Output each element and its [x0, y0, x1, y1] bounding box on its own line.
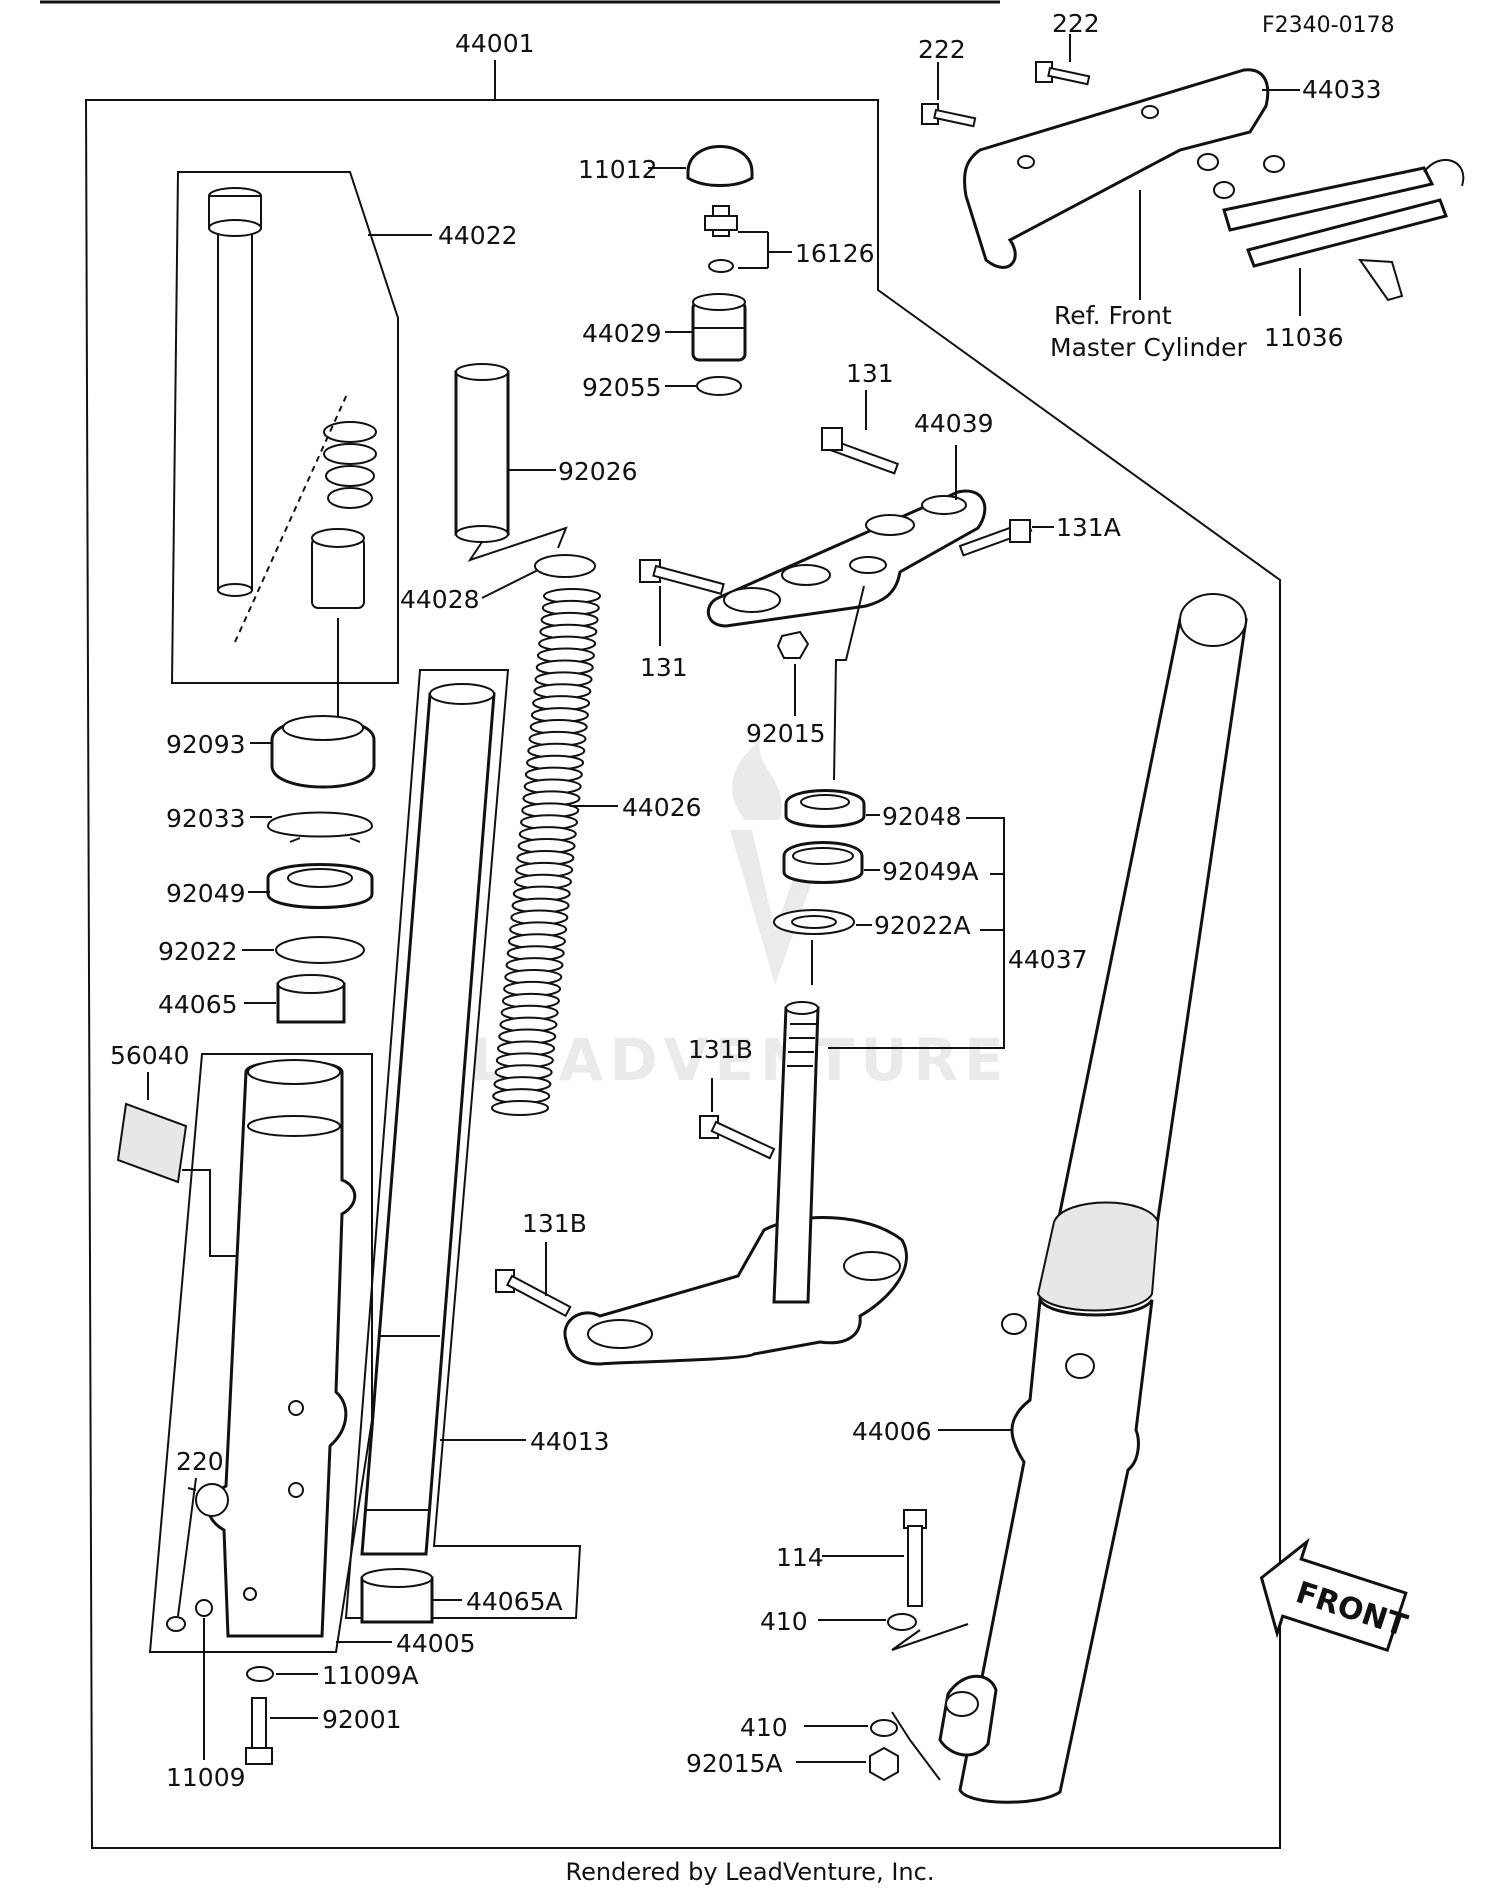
fork-inner-tube — [208, 187, 262, 597]
label-44065A: 44065A — [466, 1587, 563, 1616]
label-44039: 44039 — [914, 409, 994, 438]
bolt-131A — [958, 519, 1033, 557]
label-44006: 44006 — [852, 1417, 932, 1446]
label-92015: 92015 — [746, 719, 826, 748]
label-410-lower: 410 — [740, 1713, 788, 1742]
leadventure-watermark: LEADVENTURE — [470, 740, 1010, 1094]
svg-text:LEADVENTURE: LEADVENTURE — [470, 1026, 1010, 1094]
bracket-11036 — [1222, 158, 1465, 302]
nut-92015A — [869, 1746, 899, 1782]
label-11012: 11012 — [578, 155, 658, 184]
label-92022A: 92022A — [874, 911, 971, 940]
bolt-131-left — [639, 559, 725, 596]
label-44026: 44026 — [622, 793, 702, 822]
bolt-220 — [166, 1616, 186, 1632]
bolt-131-top — [821, 427, 900, 475]
label-131B-lower: 131B — [522, 1209, 587, 1238]
seal-92049A — [782, 841, 864, 884]
cylinder-44013 — [360, 683, 496, 1556]
bolt-131B-upper — [699, 1115, 776, 1160]
label-44037: 44037 — [1008, 945, 1088, 974]
label-222-left: 222 — [918, 35, 966, 64]
master-cylinder-clamp-44033 — [963, 68, 1270, 269]
drain-bolt-92001 — [245, 1697, 273, 1765]
label-222-top: 222 — [1052, 9, 1100, 38]
oil-seal-92049 — [266, 863, 374, 909]
fork-outer-tube — [195, 1059, 357, 1638]
label-44013: 44013 — [530, 1427, 610, 1456]
inner-tube-box-44022 — [170, 171, 399, 684]
rebound-spring — [323, 421, 377, 509]
label-11009: 11009 — [166, 1763, 246, 1792]
outer-tube-box-44005 — [148, 1053, 373, 1653]
spacer-92026 — [454, 363, 510, 543]
screw-222-top — [1035, 61, 1091, 86]
bolt-131B-lower — [495, 1269, 572, 1318]
bearing-cup-92048 — [784, 789, 866, 828]
label-131-left: 131 — [640, 653, 688, 682]
label-410-upper: 410 — [760, 1607, 808, 1636]
nut-92015 — [776, 630, 810, 659]
label-44028: 44028 — [400, 585, 480, 614]
spring-coil — [491, 1100, 549, 1116]
ref-note-line-1: Ref. Front — [1054, 301, 1172, 330]
label-44022: 44022 — [438, 221, 518, 250]
label-220: 220 — [176, 1447, 224, 1476]
front-direction-marker: FRONT — [1259, 1537, 1412, 1653]
piston-ring — [311, 528, 365, 609]
label-56040: 56040 — [110, 1041, 190, 1070]
washer-410-lower — [870, 1719, 898, 1737]
cap-11012 — [686, 145, 754, 187]
plug-44029 — [691, 293, 747, 362]
washer-410-upper — [887, 1613, 917, 1631]
bushing-44065A — [360, 1568, 434, 1624]
label-92015A: 92015A — [686, 1749, 783, 1778]
diagram-code: F2340-0178 — [1262, 13, 1395, 38]
upper-bracket-44039 — [707, 489, 987, 628]
valve-16126 — [704, 205, 738, 273]
o-ring-92055 — [696, 376, 742, 396]
steering-stem — [772, 1001, 820, 1304]
label-44033: 44033 — [1302, 75, 1382, 104]
label-plate-56040 — [116, 1102, 188, 1184]
label-92049A: 92049A — [882, 857, 979, 886]
screw-222-left — [921, 103, 977, 128]
label-44065: 44065 — [158, 990, 238, 1019]
label-114: 114 — [776, 1543, 824, 1572]
label-131A: 131A — [1056, 513, 1121, 542]
washer-11009 — [195, 1599, 213, 1617]
washer-92022 — [275, 936, 365, 964]
label-11009A: 11009A — [322, 1661, 419, 1690]
fork-spring-44026 — [491, 588, 601, 1116]
footer-credit: Rendered by LeadVenture, Inc. — [565, 1858, 935, 1886]
ref-note-line-2: Master Cylinder — [1050, 333, 1248, 362]
label-44005: 44005 — [396, 1629, 476, 1658]
clip-92033 — [267, 811, 374, 843]
label-131-top: 131 — [846, 359, 894, 388]
label-92055: 92055 — [582, 373, 662, 402]
guide-bushing-44065 — [276, 974, 346, 1024]
label-131B-upper: 131B — [688, 1035, 753, 1064]
label-44029: 44029 — [582, 319, 662, 348]
bolt-114 — [903, 1509, 927, 1607]
label-92026: 92026 — [558, 457, 638, 486]
assembly-outline-44001 — [84, 99, 1281, 1849]
washer-11009A — [246, 1666, 274, 1682]
label-16126: 16126 — [795, 239, 875, 268]
damper-rod-box — [344, 669, 582, 1619]
label-92049: 92049 — [166, 879, 246, 908]
dust-seal-92093 — [270, 715, 376, 789]
fork-leg-44006 — [938, 593, 1248, 1804]
label-44001: 44001 — [455, 29, 535, 58]
label-92001: 92001 — [322, 1705, 402, 1734]
label-92033: 92033 — [166, 804, 246, 833]
lower-bracket-44037 — [563, 1216, 908, 1366]
label-92022: 92022 — [158, 937, 238, 966]
label-92048: 92048 — [882, 802, 962, 831]
washer-44028 — [534, 554, 596, 578]
label-11036: 11036 — [1264, 323, 1344, 352]
label-92093: 92093 — [166, 730, 246, 759]
